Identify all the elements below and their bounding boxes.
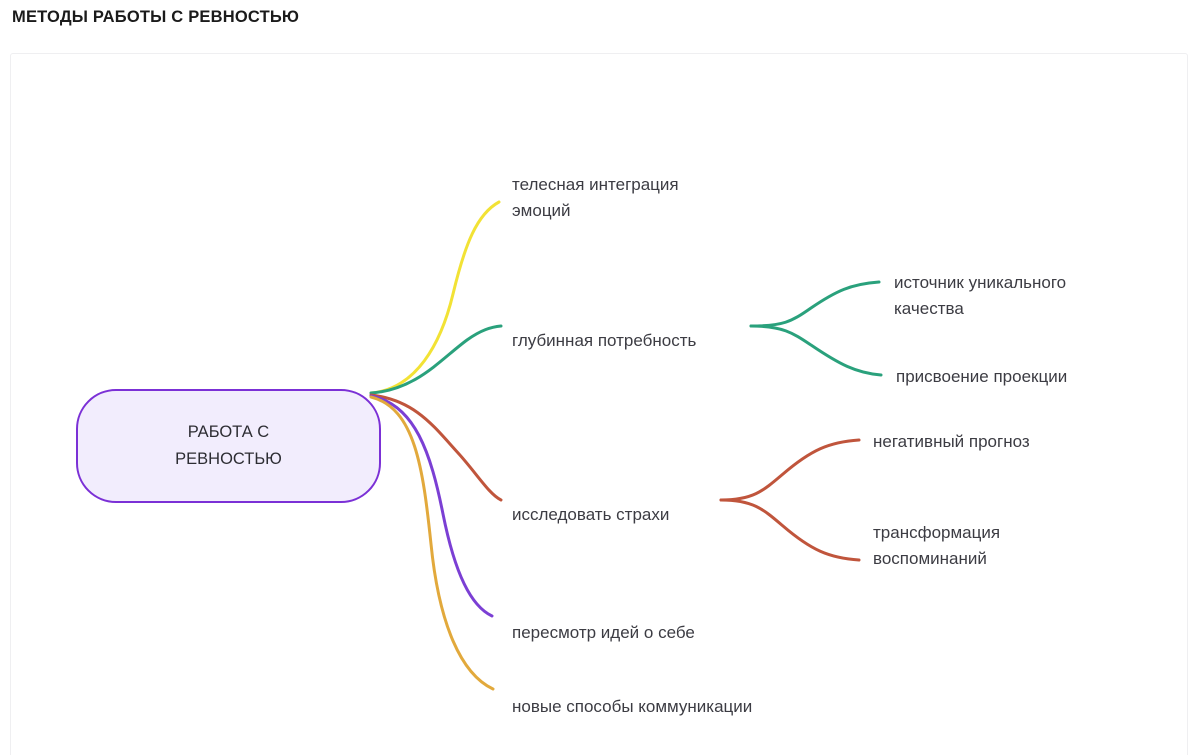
node-prisvoenie-proekcii[interactable]: присвоение проекции xyxy=(896,367,1068,386)
mindmap-canvas-card[interactable]: РАБОТА С РЕВНОСТЬЮ телесная интеграция э… xyxy=(10,53,1188,755)
connector-branch-2 xyxy=(369,324,503,395)
mindmap-connectors xyxy=(369,200,883,691)
page-title: МЕТОДЫ РАБОТЫ С РЕВНОСТЬЮ xyxy=(12,8,300,26)
node-peresmotr-idey-o-sebe[interactable]: пересмотр идей о себе xyxy=(512,623,695,642)
central-node-label: РАБОТА С РЕВНОСТЬЮ xyxy=(175,423,282,468)
node-negativnyy-prognoz[interactable]: негативный прогноз xyxy=(873,432,1030,451)
connector-branch-1 xyxy=(369,200,501,395)
connector-branch-3 xyxy=(369,393,503,502)
node-novye-sposoby-kommunikacii[interactable]: новые способы коммуникации xyxy=(512,697,753,716)
node-transformaciya-vospominaniy[interactable]: трансформация воспоминаний xyxy=(873,523,1001,568)
node-telesnaya-integraciya[interactable]: телесная интеграция эмоций xyxy=(512,175,679,220)
connector-branch-2-child-1 xyxy=(749,280,881,328)
connector-branch-2-child-2 xyxy=(749,324,883,377)
connector-branch-4 xyxy=(369,394,494,618)
node-istochnik-unikalnogo-kachestva[interactable]: источник уникального качества xyxy=(894,273,1067,318)
node-glubinnaya-potrebnost[interactable]: глубинная потребность xyxy=(512,331,697,350)
connector-branch-3-child-2 xyxy=(719,498,861,562)
connector-branch-3-child-1 xyxy=(719,438,861,502)
node-issledovat-strahi[interactable]: исследовать страхи xyxy=(512,505,670,524)
connector-branch-5 xyxy=(369,395,495,691)
central-node[interactable]: РАБОТА С РЕВНОСТЬЮ xyxy=(76,389,381,503)
